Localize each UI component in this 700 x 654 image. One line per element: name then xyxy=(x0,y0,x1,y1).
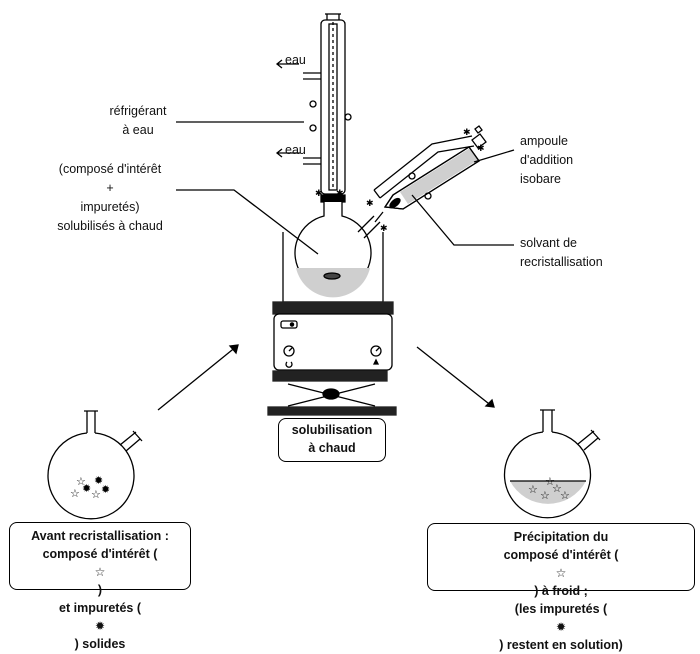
condenser xyxy=(275,13,352,203)
water-out-label: eau xyxy=(285,53,306,67)
funnel-label-line: ampoule xyxy=(520,134,568,148)
process-arrows xyxy=(157,344,495,411)
compound-label-line: solubilisés à chaud xyxy=(57,219,163,233)
svg-text:✱: ✱ xyxy=(336,189,344,199)
hot-plate xyxy=(267,301,397,416)
star-open-icon: ☆ xyxy=(540,489,550,502)
svg-text:✱: ✱ xyxy=(463,128,471,138)
condenser-label: réfrigérant à eau xyxy=(100,102,176,140)
addition-funnel xyxy=(373,125,487,223)
right-flask xyxy=(503,409,601,519)
funnel-label-line: isobare xyxy=(520,172,561,186)
star-open-icon: ☆ xyxy=(528,483,538,496)
solvent-label-line: solvant de xyxy=(520,236,577,250)
star-dark-icon: ✹ xyxy=(555,620,567,634)
star-open-icon: ☆ xyxy=(555,566,567,580)
before-box-line: composé d'intérêt (☆) xyxy=(10,545,190,599)
funnel-label: ampoule d'addition isobare xyxy=(520,132,573,189)
precipitation-box: Précipitation du composé d'intérêt (☆) à… xyxy=(427,523,695,652)
compound-label: (composé d'intérêt + impuretés) solubili… xyxy=(44,160,176,236)
svg-text:✱: ✱ xyxy=(380,224,388,234)
precipitation-box-line: composé d'intérêt (☆) à froid ; xyxy=(428,546,694,600)
star-open-icon: ☆ xyxy=(545,475,555,488)
star-open-icon: ☆ xyxy=(91,488,101,501)
star-dark-icon: ✹ xyxy=(82,482,91,495)
apparatus-diagram: ✱ ✱ ✱ ✱ ✱ ✱ xyxy=(47,13,601,520)
center-flask xyxy=(294,202,381,298)
star-dark-icon: ✹ xyxy=(101,483,110,496)
solubilisation-box: solubilisation à chaud xyxy=(278,418,386,462)
solvent-label: solvant de recristallisation xyxy=(520,234,603,272)
leader-lines xyxy=(176,121,515,255)
svg-text:✱: ✱ xyxy=(366,199,374,209)
solubilisation-line: à chaud xyxy=(308,441,356,455)
svg-text:✱: ✱ xyxy=(315,189,323,199)
precipitation-box-line: Précipitation du xyxy=(513,530,609,544)
star-open-icon: ☆ xyxy=(70,487,80,500)
star-open-icon: ☆ xyxy=(552,482,562,495)
star-open-icon: ☆ xyxy=(94,565,106,579)
condenser-label-line: réfrigérant xyxy=(109,104,167,118)
joint-clips: ✱ ✱ ✱ ✱ ✱ ✱ xyxy=(315,128,485,234)
compound-label-line: (composé d'intérêt xyxy=(58,162,162,176)
star-dark-icon: ✹ xyxy=(94,619,106,633)
precipitation-box-line: (les impuretés (✹) restent en solution) xyxy=(428,600,694,654)
before-box: Avant recristallisation : composé d'inté… xyxy=(9,522,191,651)
condenser-label-line: à eau xyxy=(122,123,154,137)
solubilisation-line: solubilisation xyxy=(291,423,373,437)
water-in-label: eau xyxy=(285,143,306,157)
compound-label-line: impuretés) xyxy=(80,200,140,214)
before-box-line: et impuretés (✹) solides xyxy=(10,599,190,653)
star-open-icon: ☆ xyxy=(560,489,570,502)
svg-text:✱: ✱ xyxy=(477,144,485,154)
compound-label-line: + xyxy=(106,181,114,195)
left-flask xyxy=(47,410,143,520)
solvent-label-line: recristallisation xyxy=(520,255,603,269)
funnel-label-line: d'addition xyxy=(520,153,574,167)
before-box-line: Avant recristallisation : xyxy=(31,529,169,543)
star-dark-icon: ✹ xyxy=(94,474,103,487)
star-open-icon: ☆ xyxy=(76,475,86,488)
crystals: ☆ ✹ ☆ ✹ ☆ ✹ ☆ ☆ ☆ ☆ ☆ xyxy=(70,474,570,502)
